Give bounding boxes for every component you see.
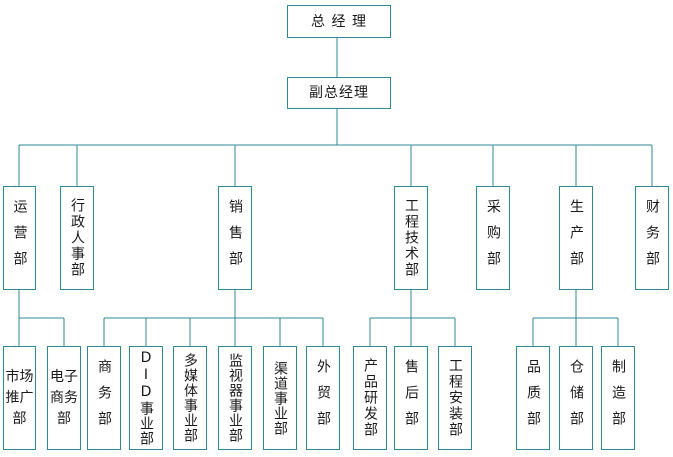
node-deputy-general-manager: 副总经理 (287, 77, 391, 109)
node-unit-after-sales-label: 售后部 (403, 359, 419, 437)
node-unit-manufacturing: 制造部 (601, 346, 635, 450)
node-unit-business: 商务部 (87, 346, 121, 450)
node-unit-did-label: DID事业部 (138, 350, 154, 446)
node-dept-operations-label: 运营部 (11, 199, 28, 277)
node-dept-purchasing: 采购部 (476, 186, 510, 290)
node-unit-quality: 品质部 (516, 346, 550, 450)
node-unit-foreign-trade: 外贸部 (306, 346, 340, 450)
node-unit-after-sales: 售后部 (394, 346, 428, 450)
node-dept-operations: 运营部 (3, 186, 36, 290)
node-unit-monitor: 监视器事业部 (218, 346, 252, 450)
node-dept-sales-label: 销售部 (227, 199, 243, 277)
node-dept-finance-label: 财务部 (644, 199, 660, 277)
node-unit-marketing: 市场推广部 (3, 346, 36, 450)
node-unit-rnd: 产品研发部 (353, 346, 387, 450)
node-dept-finance: 财务部 (635, 186, 669, 290)
node-dept-engineering: 工程技术部 (394, 186, 428, 290)
node-unit-installation-label: 工程安装部 (447, 358, 463, 438)
node-unit-monitor-label: 监视器事业部 (227, 353, 243, 443)
node-unit-marketing-label: 市场推广部 (5, 368, 34, 427)
node-unit-rnd-label: 产品研发部 (362, 358, 378, 438)
node-dept-engineering-label: 工程技术部 (403, 198, 419, 278)
node-general-manager-label: 总 经 理 (311, 13, 367, 30)
node-unit-channel-label: 渠道事业部 (272, 360, 288, 436)
node-unit-business-label: 商务部 (96, 359, 112, 437)
node-unit-channel: 渠道事业部 (263, 346, 297, 450)
node-unit-multimedia: 多媒体事业部 (173, 346, 207, 450)
node-unit-multimedia-label: 多媒体事业部 (182, 353, 198, 443)
node-dept-production: 生产部 (559, 186, 593, 290)
node-unit-ecommerce-label: 电子商务部 (50, 368, 78, 427)
node-general-manager: 总 经 理 (287, 5, 391, 38)
node-unit-did: DID事业部 (129, 346, 163, 450)
node-unit-warehouse: 仓储部 (559, 346, 593, 450)
node-dept-production-label: 生产部 (568, 199, 584, 277)
node-unit-warehouse-label: 仓储部 (568, 359, 584, 437)
node-dept-admin-hr: 行政人事部 (60, 186, 94, 290)
node-deputy-general-manager-label: 副总经理 (309, 85, 369, 101)
node-unit-manufacturing-label: 制造部 (610, 359, 626, 437)
node-dept-admin-hr-label: 行政人事部 (69, 198, 85, 278)
node-dept-sales: 销售部 (218, 186, 252, 290)
node-unit-foreign-trade-label: 外贸部 (315, 359, 331, 437)
node-unit-ecommerce: 电子商务部 (47, 346, 81, 450)
node-dept-purchasing-label: 采购部 (485, 199, 501, 277)
node-unit-installation: 工程安装部 (438, 346, 472, 450)
node-unit-quality-label: 品质部 (525, 359, 541, 437)
